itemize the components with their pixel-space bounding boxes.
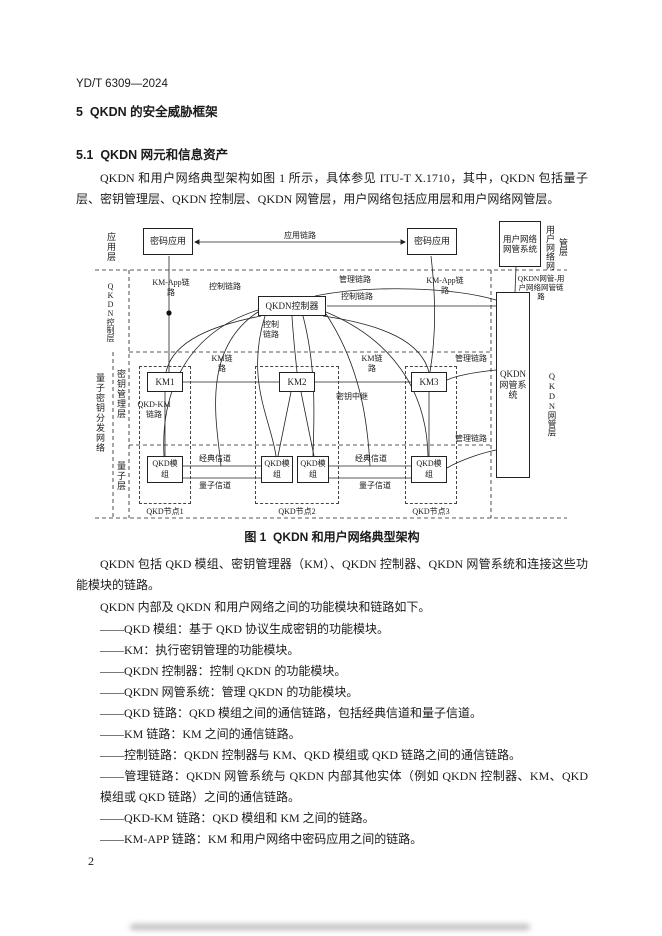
figure-caption: 图 1 QKDN 和用户网络典型架构	[244, 530, 420, 544]
km-link-label-1: KM链路	[211, 354, 233, 373]
list-item-controller: ——QKDN 控制器：控制 QKDN 的功能模块。	[100, 664, 347, 678]
list-item-km: ——KM：执行密钥管理的功能模块。	[100, 643, 300, 657]
quantum-channel-label-2: 量子信道	[359, 481, 391, 490]
qkd-module-node1-box: QKD模组	[147, 456, 183, 483]
crypto-app-left-box: 密码应用	[143, 228, 193, 255]
qkd-module-node2a-box: QKD模组	[261, 456, 293, 483]
quantum-channel-label-1: 量子信道	[199, 481, 231, 490]
km2-box: KM2	[279, 372, 315, 392]
intro-paragraph: QKDN 和用户网络典型架构如图 1 所示，具体参见 ITU-T X.1710，…	[76, 171, 588, 206]
qkd-node3-frame	[405, 366, 457, 504]
qkd-node2-frame	[255, 366, 339, 504]
app-link-label: 应用链路	[284, 231, 316, 240]
classic-channel-label-2: 经典信道	[355, 454, 387, 463]
km-link-label-2: KM链路	[361, 354, 383, 373]
km-app-link-right-label: KM-App链路	[426, 276, 464, 295]
qkd-module-node3-box: QKD模组	[411, 456, 447, 483]
user-nms-layer-label: 用户网络网管层	[545, 224, 568, 270]
list-item-km-link: ——KM 链路：KM 之间的通信链路。	[100, 727, 301, 741]
qkd-km-link-label: QKD-KM链路	[137, 400, 171, 419]
figure-1-diagram: 应用层 QKDN控制层 量子密钥分发网络 密钥管理层 量子层 用户网络网管层 Q…	[95, 220, 568, 522]
manage-link-label-bot: 管理链路	[455, 434, 487, 443]
qkdn-network-label: 量子密钥分发网络	[95, 373, 105, 453]
manage-link-label-top: 管理链路	[339, 275, 371, 284]
control-link-label-3: 控制链路	[263, 320, 279, 339]
list-item-control-link: ——控制链路：QKDN 控制器与 KM、QKD 模组或 QKD 链路之间的通信链…	[100, 748, 521, 762]
control-link-label-1: 控制链路	[209, 282, 241, 291]
qkdn-nms-box: QKDN网管系统	[496, 292, 530, 478]
definition-list: ——QKD 模组：基于 QKD 协议生成密钥的功能模块。 ——KM：执行密钥管理…	[76, 619, 588, 850]
control-link-label-2: 控制链路	[341, 292, 373, 301]
list-item-qkd-module: ——QKD 模组：基于 QKD 协议生成密钥的功能模块。	[100, 622, 389, 636]
list-item-nms: ——QKDN 网管系统：管理 QKDN 的功能模块。	[100, 685, 359, 699]
list-item-qkd-link: ——QKD 链路：QKD 模组之间的通信链路，包括经典信道和量子信道。	[100, 706, 482, 720]
km1-box: KM1	[147, 372, 183, 392]
qkd-module-node2b-box: QKD模组	[297, 456, 329, 483]
qkdn-controller-box: QKDN控制器	[258, 296, 326, 316]
qkd-node1-label: QKD节点1	[146, 507, 184, 516]
classic-channel-label-1: 经典信道	[199, 454, 231, 463]
qkd-node1-frame	[139, 366, 191, 504]
diagram-lines	[95, 239, 567, 519]
scan-artifact	[130, 924, 530, 930]
crypto-app-right-box: 密码应用	[407, 228, 457, 255]
key-relay-label: 密钥中继	[336, 392, 368, 401]
list-item-qkd-km-link: ——QKD-KM 链路：QKD 模组和 KM 之间的链路。	[100, 811, 375, 825]
page-number: 2	[88, 854, 94, 868]
quantum-layer-label: 量子层	[116, 461, 126, 491]
link-junction-dot	[166, 310, 172, 316]
user-nms-box: 用户网络网管系统	[499, 221, 541, 267]
qkdn-user-nms-link-label: QKDN网管-用户网络网管链路	[517, 274, 565, 301]
key-mgmt-layer-label: 密钥管理层	[116, 369, 126, 419]
list-item-manage-link: ——管理链路：QKDN 网管系统与 QKDN 内部其他实体（例如 QKDN 控制…	[100, 769, 588, 804]
km3-box: KM3	[411, 372, 447, 392]
doc-header: YD/T 6309—2024	[76, 78, 168, 90]
app-layer-label: 应用层	[106, 232, 116, 262]
paragraph-modules: QKDN 包括 QKD 模组、密钥管理器（KM）、QKDN 控制器、QKDN 网…	[76, 557, 588, 592]
paragraph-list-intro: QKDN 内部及 QKDN 和用户网络之间的功能模块和链路如下。	[100, 600, 431, 614]
section-heading-5: 5 QKDN 的安全威胁框架	[76, 105, 218, 119]
manage-link-label-mid: 管理链路	[455, 354, 487, 363]
km-app-link-left-label: KM-App链路	[152, 278, 190, 297]
qkdn-nms-layer-label: QKDN网管层	[547, 371, 557, 437]
qkd-node2-label: QKD节点2	[278, 507, 316, 516]
qkd-node3-label: QKD节点3	[412, 507, 450, 516]
list-item-km-app-link: ——KM-APP 链路：KM 和用户网络中密码应用之间的链路。	[100, 832, 423, 846]
qkdn-control-layer-label: QKDN控制层	[106, 282, 115, 342]
section-heading-5-1: 5.1 QKDN 网元和信息资产	[76, 148, 229, 162]
